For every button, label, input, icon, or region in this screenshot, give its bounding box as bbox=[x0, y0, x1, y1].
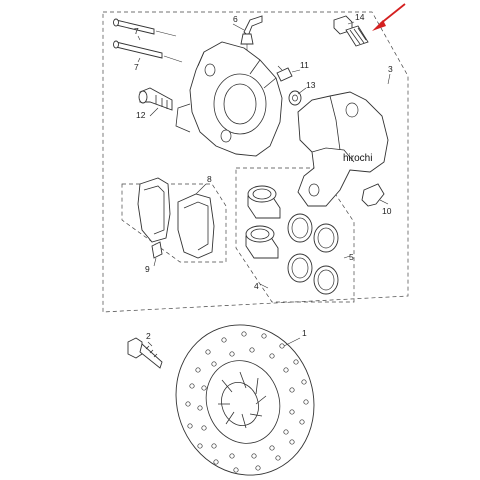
callout-13: 13 bbox=[306, 80, 316, 90]
washer bbox=[288, 90, 302, 106]
callout-10: 10 bbox=[382, 206, 392, 216]
caliper-pin-upper bbox=[113, 18, 177, 37]
callout-8: 8 bbox=[207, 174, 212, 184]
disc-bolt bbox=[127, 337, 163, 369]
caliper-bracket-bolt bbox=[333, 15, 369, 47]
red-pointer-arrow bbox=[372, 3, 406, 31]
pad-group-outline bbox=[121, 183, 227, 263]
callout-7-upper: 7 bbox=[134, 26, 139, 36]
caliper-body bbox=[175, 41, 283, 157]
callout-7-lower: 7 bbox=[134, 62, 139, 72]
caliper-bracket bbox=[297, 91, 389, 207]
watermark: hirochi bbox=[343, 153, 372, 164]
callout-11: 11 bbox=[300, 60, 309, 70]
piston-upper bbox=[247, 185, 281, 219]
brake-pad-left bbox=[137, 177, 171, 243]
brake-pad-right bbox=[177, 193, 215, 259]
bolt bbox=[138, 87, 173, 111]
caliper-pin-lower bbox=[113, 40, 183, 63]
disc-drill-holes bbox=[185, 331, 309, 473]
leader-lines bbox=[137, 21, 391, 347]
callout-6: 6 bbox=[233, 14, 238, 24]
callout-9: 9 bbox=[145, 264, 150, 274]
seal-set bbox=[287, 213, 339, 295]
disc-vent-slots bbox=[218, 371, 267, 429]
plug bbox=[276, 67, 301, 82]
callout-5: 5 bbox=[349, 252, 354, 262]
pad-shim bbox=[151, 241, 163, 267]
pad-retainer-clip bbox=[361, 183, 389, 207]
callout-4: 4 bbox=[254, 281, 259, 291]
callout-1: 1 bbox=[302, 328, 307, 338]
brake-disc bbox=[175, 324, 315, 476]
callout-3: 3 bbox=[388, 64, 393, 74]
piston-lower bbox=[245, 225, 279, 259]
callout-14: 14 bbox=[355, 12, 365, 22]
piston-seal-group-outline bbox=[235, 167, 355, 303]
bleeder-screw bbox=[240, 15, 263, 54]
callout-12: 12 bbox=[136, 110, 146, 120]
callout-2: 2 bbox=[146, 331, 151, 341]
caliper-assembly-outline bbox=[102, 11, 409, 313]
